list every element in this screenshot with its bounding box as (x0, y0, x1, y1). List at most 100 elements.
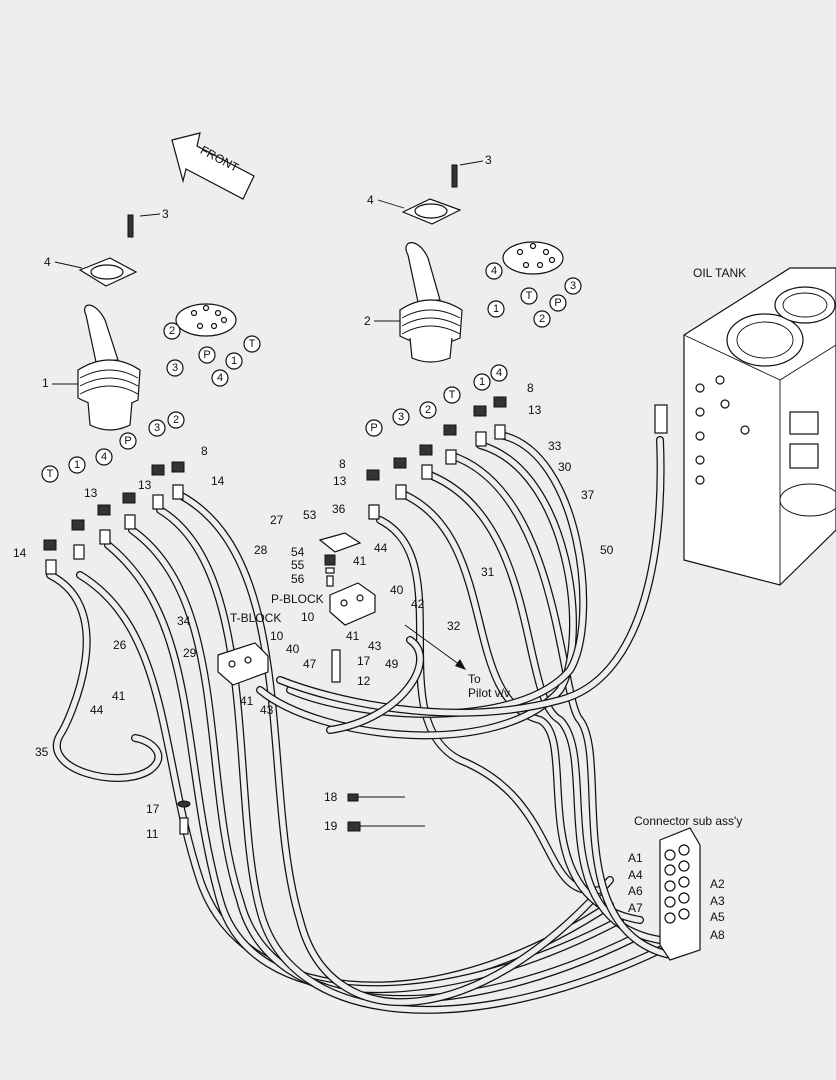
svg-text:A2: A2 (710, 877, 725, 891)
svg-text:44: 44 (90, 703, 104, 717)
connector-sub-assy: Connector sub ass'y A1 A4 A6 A7 A2 A3 A5… (628, 814, 742, 961)
svg-text:11: 11 (146, 827, 159, 841)
svg-text:41: 41 (346, 629, 360, 643)
svg-text:A4: A4 (628, 868, 643, 882)
oil-tank-label: OIL TANK (693, 266, 746, 280)
svg-text:T: T (249, 338, 256, 350)
svg-text:4: 4 (367, 193, 374, 207)
svg-text:44: 44 (374, 541, 388, 555)
svg-text:3: 3 (162, 207, 169, 221)
right-port-pattern (502, 241, 564, 275)
svg-text:41: 41 (240, 694, 254, 708)
svg-text:33: 33 (548, 439, 562, 453)
svg-text:2: 2 (173, 414, 179, 426)
svg-text:1: 1 (231, 355, 237, 367)
svg-text:8: 8 (201, 444, 208, 458)
t-block: T-BLOCK (217, 611, 281, 686)
hoses (46, 431, 674, 1014)
svg-text:54: 54 (291, 545, 305, 559)
svg-text:8: 8 (527, 381, 534, 395)
svg-text:18: 18 (324, 790, 338, 804)
right-joystick (399, 164, 463, 363)
svg-text:17: 17 (357, 654, 371, 668)
svg-text:1: 1 (74, 459, 80, 471)
svg-text:P: P (554, 297, 561, 309)
svg-text:31: 31 (481, 565, 495, 579)
left-joystick (77, 214, 141, 431)
svg-text:35: 35 (35, 745, 49, 759)
svg-text:4: 4 (44, 255, 51, 269)
svg-text:19: 19 (324, 819, 338, 833)
svg-text:P: P (370, 422, 377, 434)
part-callouts: 1 2 3 3 4 4 8 8 8 10 10 11 12 13 13 13 1… (13, 153, 614, 841)
svg-text:41: 41 (353, 554, 367, 568)
svg-text:14: 14 (211, 474, 225, 488)
svg-text:32: 32 (447, 619, 461, 633)
svg-text:4: 4 (496, 367, 502, 379)
svg-text:50: 50 (600, 543, 614, 557)
svg-text:53: 53 (303, 508, 317, 522)
oil-tank: OIL TANK (683, 266, 836, 586)
svg-text:43: 43 (260, 703, 274, 717)
svg-text:Pilot v/v: Pilot v/v (468, 686, 510, 700)
t-block-label: T-BLOCK (230, 611, 281, 625)
svg-text:To: To (468, 672, 481, 686)
svg-text:56: 56 (291, 572, 305, 586)
front-arrow: FRONT (171, 132, 255, 200)
p-block: P-BLOCK (271, 532, 376, 626)
svg-text:2: 2 (539, 313, 545, 325)
svg-text:37: 37 (581, 488, 595, 502)
svg-text:3: 3 (172, 362, 178, 374)
svg-text:26: 26 (113, 638, 127, 652)
circled-labels: 2 3 P 4 1 T 4 1 T 2 P 3 T 1 4 P 3 2 P 3 … (41, 262, 582, 483)
svg-text:42: 42 (411, 597, 425, 611)
svg-text:2: 2 (425, 404, 431, 416)
svg-text:29: 29 (183, 646, 197, 660)
svg-text:1: 1 (42, 376, 49, 390)
svg-text:13: 13 (528, 403, 542, 417)
svg-text:4: 4 (491, 265, 497, 277)
svg-text:40: 40 (286, 642, 300, 656)
svg-text:P: P (203, 349, 210, 361)
svg-text:A7: A7 (628, 901, 643, 915)
svg-text:4: 4 (217, 372, 223, 384)
to-pilot-arrow: To Pilot v/v (404, 624, 510, 700)
fittings (43, 396, 668, 575)
svg-text:4: 4 (101, 451, 107, 463)
svg-text:30: 30 (558, 460, 572, 474)
svg-text:1: 1 (479, 376, 485, 388)
svg-text:T: T (526, 290, 533, 302)
svg-text:10: 10 (301, 610, 315, 624)
svg-text:40: 40 (390, 583, 404, 597)
svg-text:A8: A8 (710, 928, 725, 942)
svg-text:3: 3 (570, 280, 576, 292)
svg-text:A5: A5 (710, 910, 725, 924)
svg-text:1: 1 (493, 303, 499, 315)
svg-text:3: 3 (485, 153, 492, 167)
svg-text:13: 13 (333, 474, 347, 488)
svg-text:T: T (47, 468, 54, 480)
svg-text:10: 10 (270, 629, 284, 643)
svg-text:49: 49 (385, 657, 399, 671)
svg-text:2: 2 (364, 314, 371, 328)
svg-text:2: 2 (169, 325, 175, 337)
loose-parts (177, 649, 425, 835)
svg-text:13: 13 (138, 478, 152, 492)
svg-text:12: 12 (357, 674, 371, 688)
p-block-label: P-BLOCK (271, 592, 324, 606)
svg-text:41: 41 (112, 689, 126, 703)
svg-text:A3: A3 (710, 894, 725, 908)
svg-text:47: 47 (303, 657, 317, 671)
svg-text:27: 27 (270, 513, 284, 527)
svg-text:P: P (124, 435, 131, 447)
svg-text:13: 13 (84, 486, 98, 500)
connector-title: Connector sub ass'y (634, 814, 742, 828)
svg-text:34: 34 (177, 614, 191, 628)
svg-text:36: 36 (332, 502, 346, 516)
svg-text:A6: A6 (628, 884, 643, 898)
svg-text:3: 3 (398, 411, 404, 423)
svg-text:14: 14 (13, 546, 27, 560)
svg-text:8: 8 (339, 457, 346, 471)
svg-text:17: 17 (146, 802, 160, 816)
